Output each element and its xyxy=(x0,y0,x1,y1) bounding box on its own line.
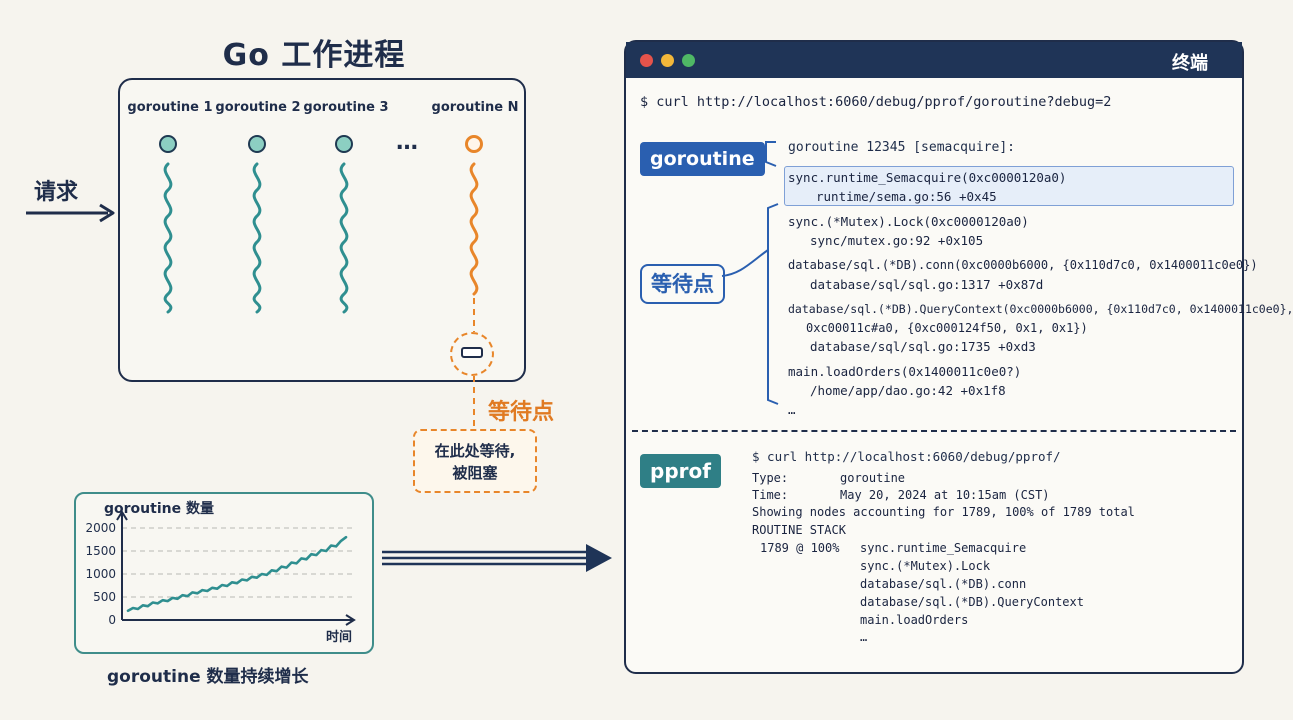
pprof-stack-frame: sync.(*Mutex).Lock xyxy=(860,559,991,573)
goroutine-label-3: goroutine 3 xyxy=(303,100,389,115)
pprof-stack-frame: main.loadOrders xyxy=(860,613,969,627)
goroutine-thread-3 xyxy=(339,162,349,314)
pprof-tag: pprof xyxy=(640,454,721,488)
goroutine-node-1 xyxy=(159,135,177,153)
wait-point-tag: 等待点 xyxy=(640,264,725,304)
chart-x-axis-arrow xyxy=(345,614,356,626)
chart-series-line xyxy=(126,535,348,613)
frame-func: database/sql.(*DB).QueryContext(0xc0000b… xyxy=(788,302,1293,316)
pprof-command[interactable]: $ curl http://localhost:6060/debug/pprof… xyxy=(752,449,1061,464)
chart-x-label: 时间 xyxy=(326,630,353,645)
chart-y-tick-label: 1500 xyxy=(85,544,116,558)
terminal-title-bar: 终端 xyxy=(626,42,1242,78)
wait-note-line-2: 被阻塞 xyxy=(452,464,498,482)
frame-file: runtime/sema.go:56 +0x45 xyxy=(816,189,997,204)
worker-diagram-lines xyxy=(26,162,612,572)
chart-y-tick-label: 1000 xyxy=(85,567,116,581)
pprof-row-key: Type: xyxy=(752,471,789,485)
frame-func: main.loadOrders(0x1400011c0e0?) xyxy=(788,364,1022,379)
terminal-title: 终端 xyxy=(1172,53,1208,74)
stack-header: goroutine 12345 [semacquire]: xyxy=(788,140,1015,155)
goroutine-count-chart-box xyxy=(74,492,374,654)
goroutine-node-2 xyxy=(248,135,266,153)
frames-more: … xyxy=(788,402,796,417)
frame-func: database/sql.(*DB).conn(0xc0000b6000, {0… xyxy=(788,258,1258,272)
chart-y-tick-label: 2000 xyxy=(85,521,116,535)
section-divider xyxy=(632,430,1236,432)
goroutine-debug-command[interactable]: $ curl http://localhost:6060/debug/pprof… xyxy=(640,94,1112,110)
worker-process-title: Go 工作进程 xyxy=(222,38,406,73)
maximize-window-icon[interactable] xyxy=(682,54,695,67)
terminal-window: 终端 $ curl http://localhost:6060/debug/pp… xyxy=(624,40,1293,674)
wait-note-line-1: 在此处等待, xyxy=(434,442,516,460)
chart-to-terminal-arrow-head xyxy=(586,544,612,572)
goroutine-thread-2 xyxy=(252,162,262,314)
frame-file: /home/app/dao.go:42 +0x1f8 xyxy=(810,383,1006,398)
chart-title: goroutine 数量 xyxy=(104,501,214,517)
request-label: 请求 xyxy=(34,180,79,205)
pprof-nodes-line: Showing nodes accounting for 1789, 100% … xyxy=(752,505,1135,519)
pprof-header: ROUTINE STACK xyxy=(752,523,846,537)
goroutine-count-chart: 0 500 1000 1500 2000 xyxy=(85,510,356,627)
frame-file: database/sql/sql.go:1735 +0xd3 xyxy=(810,339,1036,354)
pprof-row-value: goroutine xyxy=(840,471,906,485)
wait-point-marker xyxy=(450,332,494,376)
goroutine-label-2: goroutine 2 xyxy=(215,100,301,115)
highlighted-frame xyxy=(784,166,1234,206)
goroutine-thread-n xyxy=(469,162,479,296)
chart-to-terminal-arrow xyxy=(382,550,596,566)
minimize-window-icon[interactable] xyxy=(661,54,674,67)
frame-file: sync/mutex.go:92 +0x105 xyxy=(810,233,984,248)
goroutine-node-n xyxy=(465,135,483,153)
goroutine-label-1: goroutine 1 xyxy=(127,100,213,115)
chart-y-tick-label: 0 xyxy=(108,613,116,627)
close-window-icon[interactable] xyxy=(640,54,653,67)
pprof-row-value: May 20, 2024 at 10:15am (CST) xyxy=(840,488,1050,502)
worker-process-box xyxy=(118,78,526,382)
frame-file: database/sql/sql.go:1317 +0x87d xyxy=(810,277,1044,292)
wait-point-note: 在此处等待, 被阻塞 xyxy=(413,429,537,493)
pprof-stack-frame: … xyxy=(860,630,868,644)
wait-point-label: 等待点 xyxy=(488,400,555,425)
frame-func-continued: 0xc00011c#a0, {0xc000124f50, 0x1, 0x1}) xyxy=(806,321,1088,335)
pprof-row-key: Time: xyxy=(752,488,789,502)
stack-brackets xyxy=(721,141,779,405)
pprof-stack-frame: database/sql.(*DB).QueryContext xyxy=(860,595,1084,609)
chart-caption: goroutine 数量持续增长 xyxy=(107,667,309,687)
pprof-stack-frame: sync.runtime_Semacquire xyxy=(860,541,1027,555)
request-arrow-head xyxy=(99,203,115,223)
goroutine-tag: goroutine xyxy=(640,142,765,176)
goroutine-ellipsis: … xyxy=(396,130,418,155)
frame-func: sync.(*Mutex).Lock(0xc0000120a0) xyxy=(788,214,1029,229)
goroutine-thread-1 xyxy=(163,162,173,314)
goroutine-label-n: goroutine N xyxy=(431,100,519,115)
goroutine-node-3 xyxy=(335,135,353,153)
frame-func: sync.runtime_Semacquire(0xc0000120a0) xyxy=(788,170,1067,185)
lock-icon xyxy=(461,347,483,358)
pprof-count: 1789 @ 100% xyxy=(760,541,840,555)
chart-y-tick-label: 500 xyxy=(93,590,116,604)
pprof-stack-frame: database/sql.(*DB).conn xyxy=(860,577,1027,591)
chart-y-axis-arrow xyxy=(116,510,128,521)
